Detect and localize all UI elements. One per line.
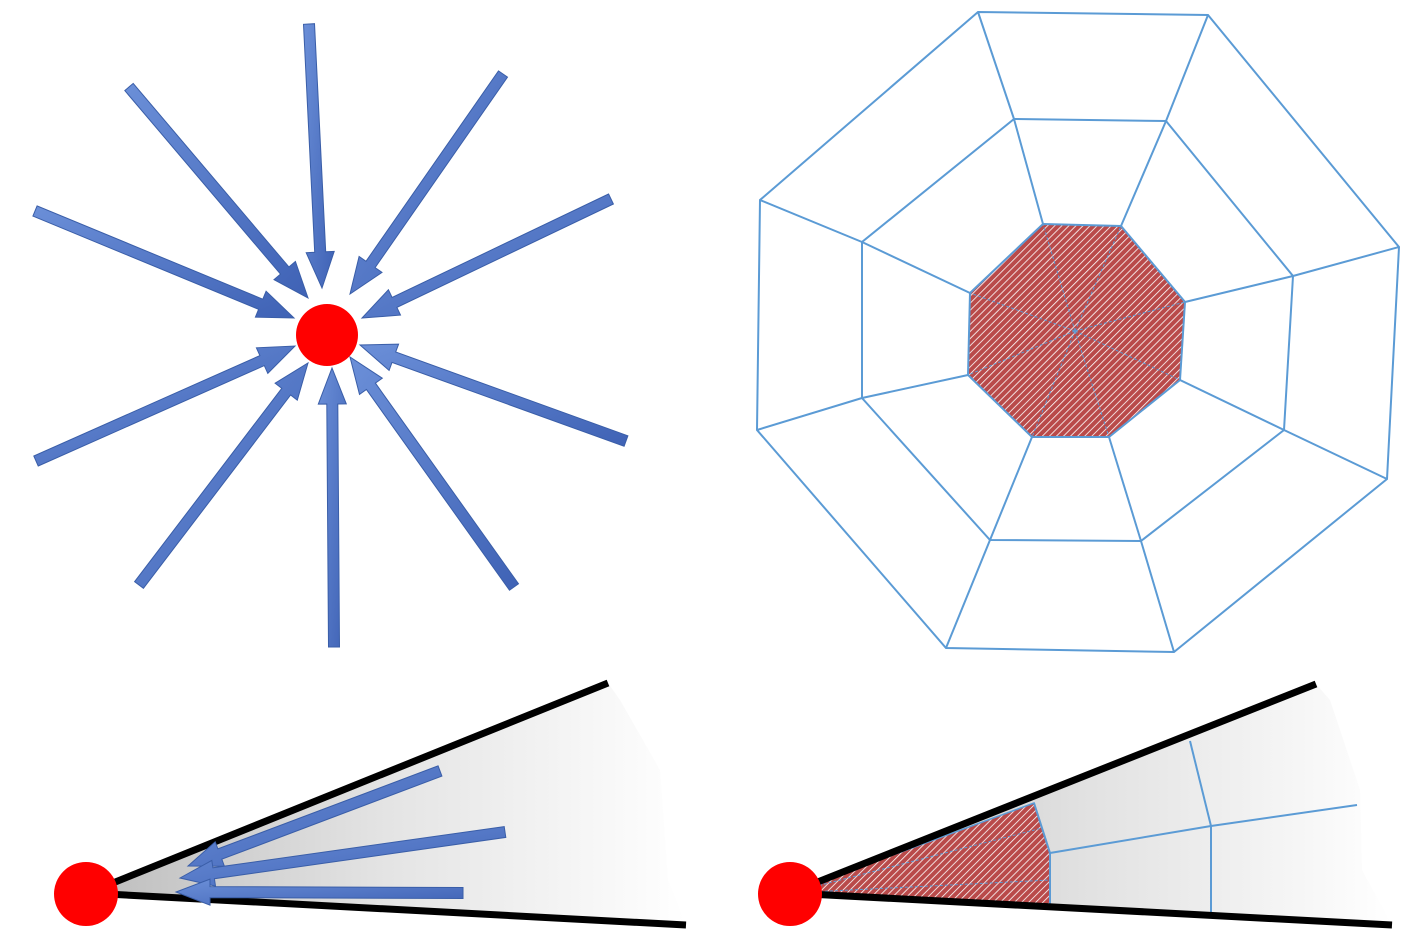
mesh-radial-inner-3 — [1184, 275, 1294, 303]
mesh-radial-inner-8 — [861, 241, 971, 294]
wedge-refined-element — [789, 802, 1051, 907]
wedge-inner-spoke-1 — [789, 827, 1043, 894]
mesh-radial-outer-8 — [759, 199, 863, 243]
arrow-10 — [124, 82, 309, 300]
wedge-mesh-singular-point-marker — [758, 862, 822, 926]
wedge-mesh-line-1 — [1033, 802, 1051, 854]
wedge-mesh-upper-edge — [788, 680, 1318, 897]
mesh-radial-outer-1 — [977, 11, 1015, 120]
inner-spoke-7 — [967, 330, 1076, 376]
mesh-radial-inner-5 — [1108, 436, 1142, 542]
inner-spoke-8 — [969, 292, 1076, 332]
wedge-lower-edge — [87, 889, 687, 929]
mesh-radial-inner-2 — [1120, 120, 1167, 227]
wedge-arrow-3 — [174, 878, 464, 906]
mesh-radial-outer-2 — [1165, 14, 1209, 122]
converging-arrows-panel — [32, 23, 629, 648]
arrow-5 — [349, 355, 520, 591]
arrow-8 — [33, 345, 297, 467]
inner-spoke-2 — [1074, 225, 1122, 332]
arrow-2 — [349, 70, 509, 296]
mesh-radial-outer-7 — [756, 397, 863, 431]
mesh-radial-outer-4 — [1283, 429, 1388, 480]
wedge-upper-edge — [86, 679, 610, 897]
inner-spoke-5 — [1074, 330, 1110, 438]
inner-spoke-1 — [1042, 223, 1076, 332]
wedge-singular-point-marker — [54, 862, 118, 926]
wedge-mesh-line-5 — [1189, 740, 1212, 827]
mesh-radial-inner-1 — [1013, 118, 1044, 225]
wedge-mesh-panel — [758, 680, 1393, 929]
singular-point-marker — [296, 304, 358, 366]
mesh-radial-inner-4 — [1179, 379, 1285, 431]
wedge-mesh-lower-edge — [789, 889, 1393, 929]
mesh-radial-inner-7 — [861, 374, 969, 399]
arrow-7 — [133, 361, 309, 589]
arrow-9 — [32, 205, 296, 319]
arrow-1 — [302, 23, 335, 290]
mesh-radial-inner-6 — [989, 436, 1033, 541]
wedge-arrow-2 — [178, 826, 507, 887]
arrow-6 — [317, 366, 348, 648]
inner-spoke-6 — [1031, 330, 1076, 438]
arrow-3 — [360, 193, 615, 319]
wedge-mesh-line-4 — [1210, 804, 1358, 827]
mesh-radial-outer-3 — [1292, 246, 1400, 277]
wedge-mesh-line-3 — [1049, 825, 1212, 854]
wedge-arrows-panel — [54, 679, 687, 929]
wedge-inner-spoke-2 — [789, 879, 1051, 894]
octagon-mesh-panel — [755, 10, 1401, 654]
mesh-radial-outer-5 — [1140, 540, 1175, 653]
arrow-4 — [358, 343, 629, 447]
inner-spoke-4 — [1074, 330, 1181, 381]
mesh-radial-outer-6 — [945, 539, 991, 649]
inner-spoke-3 — [1074, 301, 1186, 332]
